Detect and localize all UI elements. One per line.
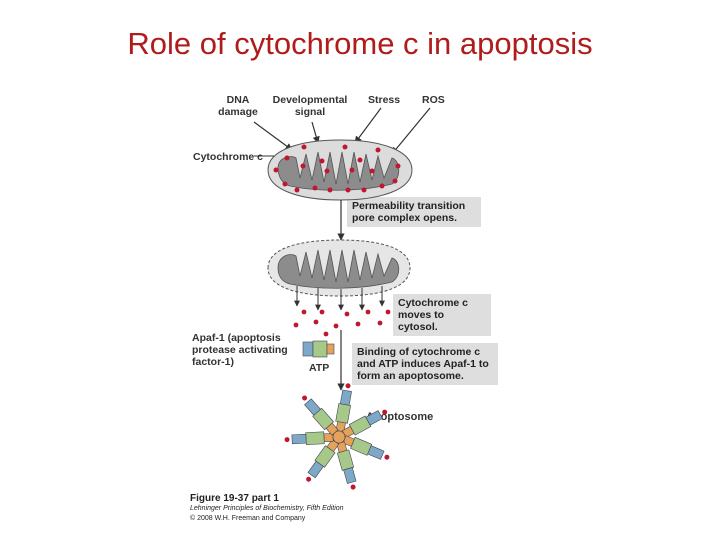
cytochrome-c-dot bbox=[284, 437, 290, 443]
binding-line3: form an apoptosome. bbox=[357, 370, 464, 382]
release-arrows bbox=[294, 286, 385, 311]
permeability-box: Permeability transition pore complex ope… bbox=[347, 197, 481, 227]
cytochrome-c-dot bbox=[301, 309, 307, 315]
cytochrome-c-dot bbox=[395, 163, 401, 169]
stimulus-stress: Stress bbox=[368, 94, 401, 106]
apoptosome bbox=[284, 383, 390, 490]
slide-title: Role of cytochrome c in apoptosis bbox=[127, 26, 593, 61]
apaf-line2: protease activating bbox=[192, 344, 288, 356]
cytochrome-c-dot bbox=[293, 322, 299, 328]
cytochrome-moves-line1: Cytochrome c bbox=[398, 297, 469, 309]
figure-number: Figure 19-37 part 1 bbox=[190, 493, 279, 504]
cytochrome-moves-box: Cytochrome c moves to cytosol. bbox=[393, 294, 491, 336]
cytochrome-c-dot bbox=[323, 331, 329, 337]
cytochrome-c-dot bbox=[375, 147, 381, 153]
copyright: © 2008 W.H. Freeman and Company bbox=[190, 515, 306, 522]
cytochrome-c-dot bbox=[361, 187, 367, 193]
stimulus-developmental-signal: Developmental signal bbox=[266, 94, 354, 118]
apaf1-spoke bbox=[336, 441, 357, 490]
cytochrome-c-dot bbox=[333, 323, 339, 329]
cytochrome-c-dot bbox=[384, 454, 390, 460]
cytochrome-c-dot bbox=[319, 158, 325, 164]
apaf1-spoke bbox=[302, 395, 339, 436]
mitochondrion-permeable bbox=[267, 239, 411, 297]
cytochrome-c-dot bbox=[313, 319, 319, 325]
cytochrome-c-dot bbox=[377, 320, 383, 326]
arrow-stress bbox=[354, 107, 382, 144]
cytochrome-c-dot bbox=[294, 187, 300, 193]
cytochrome-c-dot bbox=[312, 185, 318, 191]
cytochrome-c-dot bbox=[350, 484, 356, 490]
cytochrome-c-dot bbox=[342, 144, 348, 150]
cytochrome-c-dot bbox=[301, 144, 307, 150]
apaf1-spoke bbox=[335, 383, 352, 433]
cytochrome-c-dot bbox=[392, 178, 398, 184]
cytochrome-c-dot bbox=[327, 187, 333, 193]
cytochrome-c-dot bbox=[284, 155, 290, 161]
arrow-developmental bbox=[311, 121, 320, 144]
stimulus-developmental-line2: signal bbox=[294, 106, 326, 118]
cytochrome-c-label: Cytochrome c bbox=[193, 151, 264, 163]
binding-line1: Binding of cytochrome c bbox=[357, 346, 481, 358]
book-title: Lehninger Principles of Biochemistry, Fi… bbox=[190, 505, 344, 512]
stimulus-dna-damage: DNA damage bbox=[214, 94, 262, 118]
apaf1-spoke bbox=[306, 439, 340, 482]
cytochrome-c-dot bbox=[282, 181, 288, 187]
cytochrome-c-dot bbox=[324, 168, 330, 174]
cytochrome-c-dot bbox=[300, 163, 306, 169]
cytochrome-c-dot bbox=[306, 476, 312, 482]
cytochrome-c-dot bbox=[355, 321, 361, 327]
cytochrome-c-dot bbox=[302, 395, 308, 401]
stimulus-developmental-line1: Developmental bbox=[272, 94, 348, 106]
binding-line2: and ATP induces Apaf-1 to bbox=[357, 358, 489, 370]
apaf-label: Apaf-1 (apoptosis protease activating fa… bbox=[192, 332, 288, 368]
cytochrome-c-dot bbox=[345, 383, 351, 389]
arrow-ros bbox=[391, 107, 431, 155]
stimulus-dna-line2: damage bbox=[218, 106, 258, 118]
apaf-line3: factor-1) bbox=[192, 356, 235, 368]
apaf1-spoke bbox=[284, 431, 334, 445]
cytochrome-c-dot bbox=[365, 309, 371, 315]
cytochrome-c-dot bbox=[345, 187, 351, 193]
cytochrome-c-dot bbox=[379, 183, 385, 189]
cytochrome-c-dot bbox=[344, 311, 350, 317]
stimulus-dna-line1: DNA bbox=[226, 94, 250, 106]
cytochrome-moves-line2: moves to cytosol. bbox=[398, 309, 445, 333]
cytochrome-c-dot bbox=[349, 167, 355, 173]
apaf1-monomer bbox=[302, 340, 335, 358]
cytochrome-c-dot bbox=[385, 309, 391, 315]
permeability-line1: Permeability transition bbox=[352, 200, 466, 212]
stimulus-ros: ROS bbox=[422, 94, 445, 106]
cytochrome-c-dot bbox=[319, 309, 325, 315]
apoptosome-core bbox=[332, 430, 346, 444]
cytochrome-c-dot bbox=[273, 167, 279, 173]
apaf1-spoke bbox=[341, 409, 388, 439]
binding-box: Binding of cytochrome c and ATP induces … bbox=[352, 343, 498, 385]
cytochrome-c-dot bbox=[357, 157, 363, 163]
atp-label: ATP bbox=[309, 362, 330, 374]
apaf-line1: Apaf-1 (apoptosis bbox=[192, 332, 281, 344]
mitochondrion-intact bbox=[267, 139, 413, 201]
cytochrome-c-dot bbox=[369, 168, 375, 174]
apaf1-spoke bbox=[342, 435, 390, 460]
permeability-line2: pore complex opens. bbox=[352, 212, 458, 224]
released-cytochrome-dots bbox=[293, 309, 391, 337]
arrow-dna bbox=[253, 121, 293, 151]
figure-caption: Figure 19-37 part 1 Lehninger Principles… bbox=[190, 494, 344, 524]
cytochrome-c-dot bbox=[382, 409, 388, 415]
apoptosome-label: Apoptosome bbox=[366, 411, 434, 423]
